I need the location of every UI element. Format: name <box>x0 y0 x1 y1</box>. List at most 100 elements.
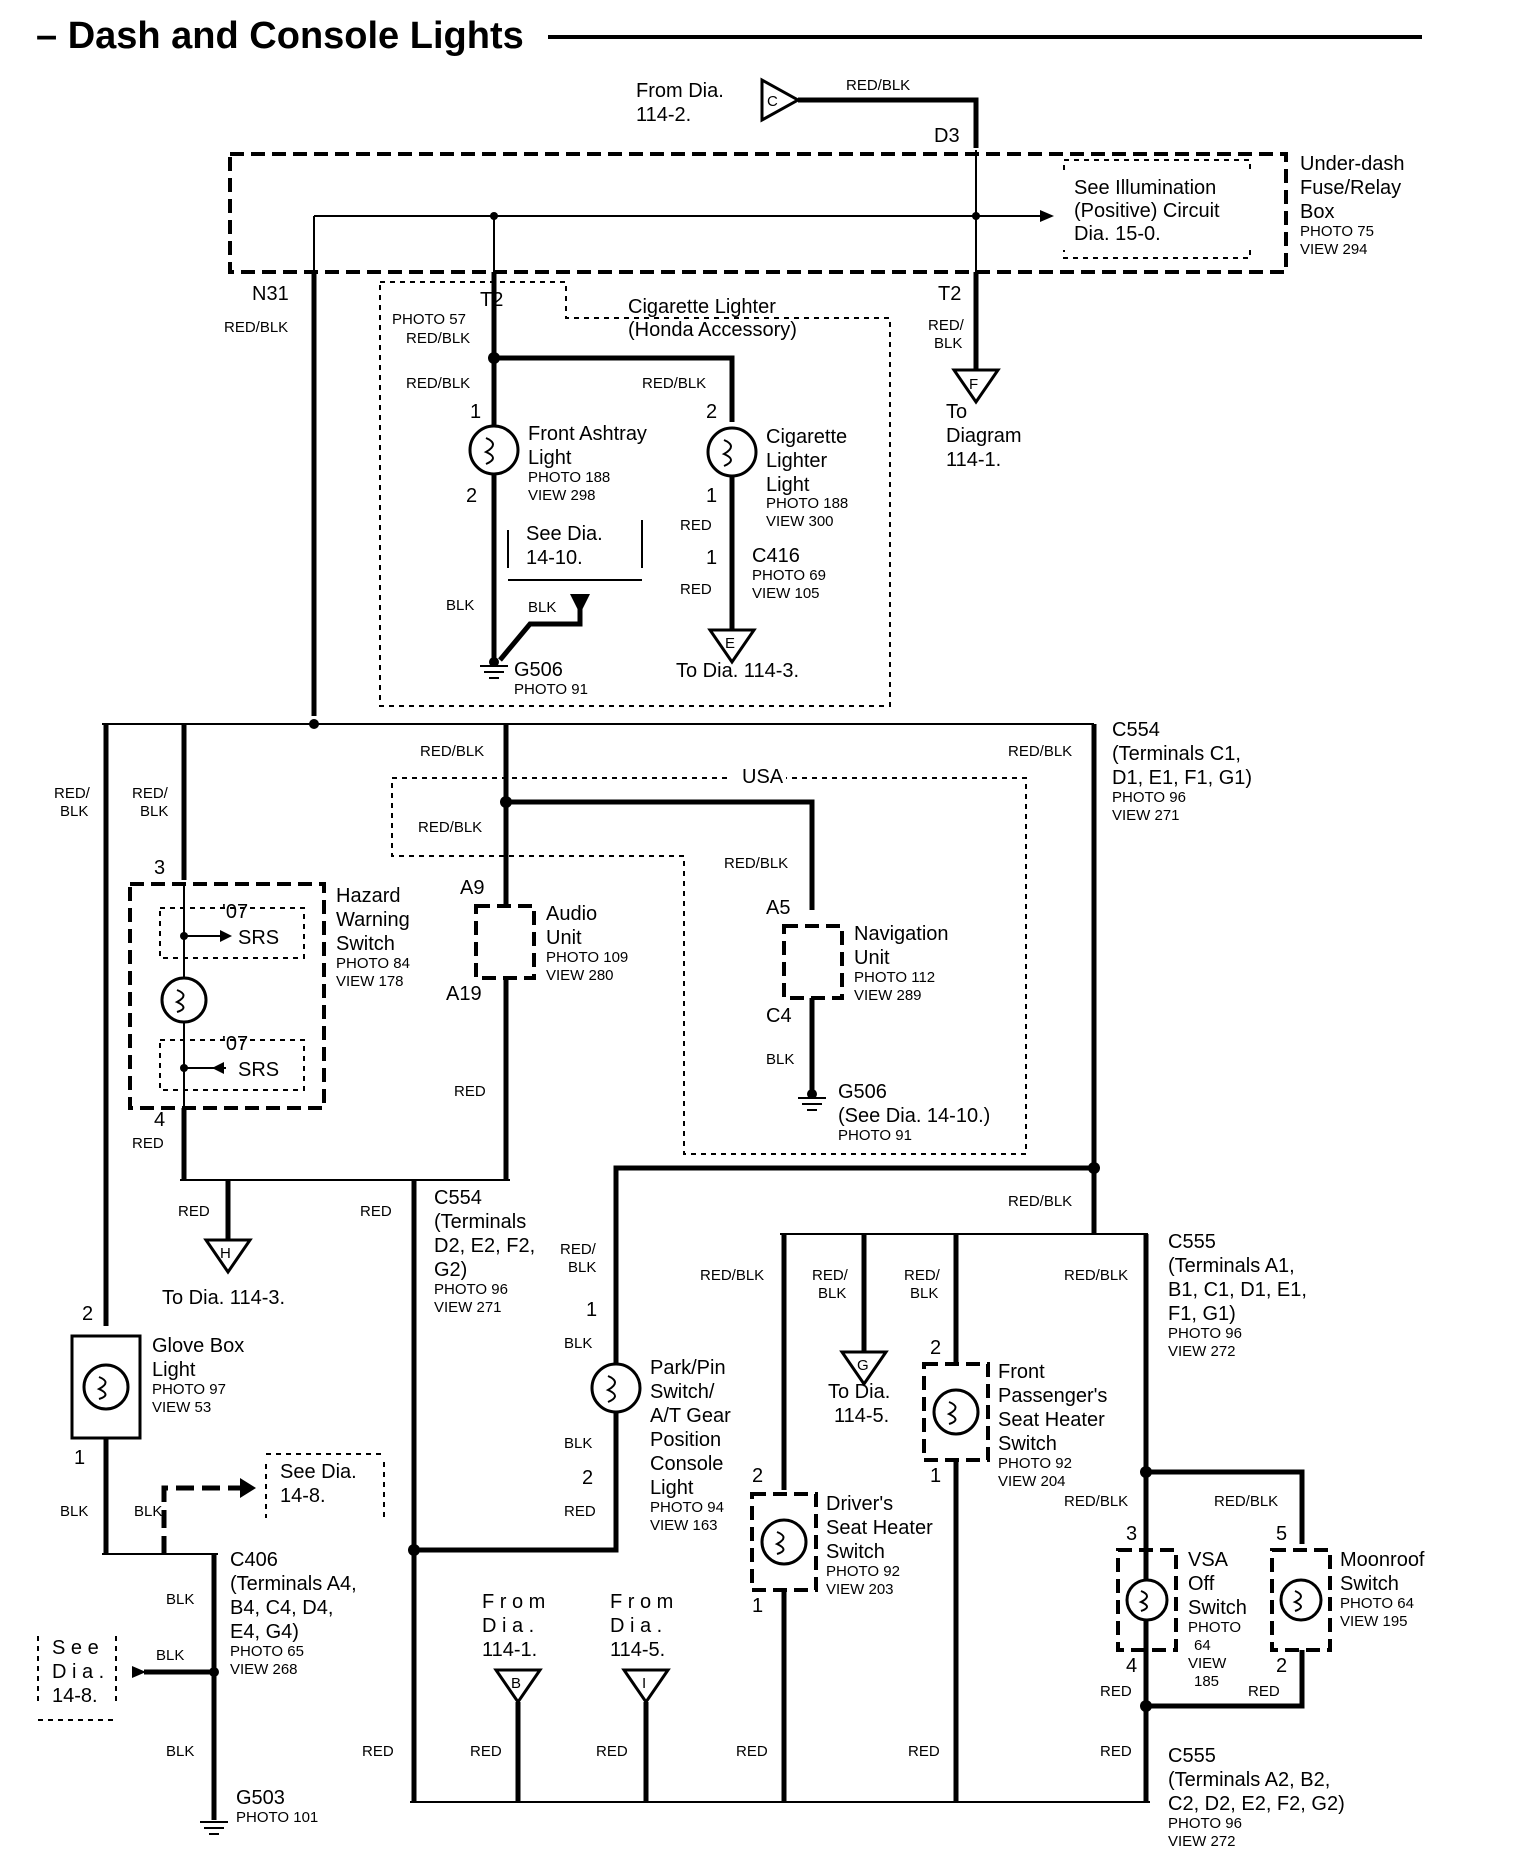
from-b-1: F r o m <box>482 1591 545 1613</box>
audio-photo: PHOTO 109 <box>546 949 628 966</box>
dr-label-2: Seat Heater <box>826 1517 933 1539</box>
wire-color-label: BLK <box>446 597 474 614</box>
c554-mid-3: D2, E2, F2, <box>434 1235 535 1257</box>
under-dash-fuse-box <box>228 152 1288 274</box>
wire-color-label: RED <box>1100 1683 1132 1700</box>
wire-color-label: BLK <box>564 1335 592 1352</box>
park-photo: PHOTO 94 <box>650 1499 724 1516</box>
wire-color-label: RED <box>736 1743 768 1760</box>
wire-color-label: RED/BLK <box>846 77 910 94</box>
moon-view: VIEW 195 <box>1340 1613 1408 1630</box>
pin-c4: C4 <box>766 1005 792 1027</box>
g503-photo: PHOTO 101 <box>236 1809 318 1826</box>
hazard-label-1: Hazard <box>336 885 400 907</box>
fuse-box-label-1: Under-dash <box>1300 153 1405 175</box>
glove-label-2: Light <box>152 1359 196 1381</box>
see-dia-148-box <box>265 1453 385 1520</box>
see-148b-1: S e e <box>52 1637 99 1659</box>
wire-color-label: RED/BLK <box>700 1267 764 1284</box>
see-148-2: 14-8. <box>280 1485 326 1507</box>
c554-mid-4: G2) <box>434 1259 467 1281</box>
filament <box>946 1401 957 1425</box>
vsa-photo-2: 64 <box>1194 1637 1211 1654</box>
wire-color-label: BLK <box>934 335 962 352</box>
junction <box>180 1064 188 1072</box>
filament <box>1138 1590 1148 1612</box>
park-label-6: Light <box>650 1477 694 1499</box>
wire-color-label: RED/ <box>560 1241 597 1258</box>
wire-color-label: RED/BLK <box>420 743 484 760</box>
wire-color-label: RED/BLK <box>406 375 470 392</box>
fuse-box-photo: PHOTO 75 <box>1300 223 1374 240</box>
to-dia-h: To Dia. 114-3. <box>162 1287 285 1309</box>
wire-color-label: RED <box>564 1503 596 1520</box>
moon-label-1: Moonroof <box>1340 1549 1425 1571</box>
nav-view: VIEW 289 <box>854 987 922 1004</box>
wire-color-label: BLK <box>766 1051 794 1068</box>
connector-b-flag <box>493 1668 543 1705</box>
navigation-unit-box <box>782 924 844 1000</box>
wire-color-label: RED <box>362 1743 394 1760</box>
from-i-2: D i a . <box>610 1615 662 1637</box>
front-ashtray-bulb-icon <box>468 424 520 476</box>
g503-label: G503 <box>236 1787 285 1809</box>
see-dia-1410-box <box>507 520 643 581</box>
wire-color-label: BLK <box>564 1435 592 1452</box>
connector-i-label: I <box>642 1675 646 1692</box>
junction <box>972 212 980 220</box>
fuse-box-label-3: Box <box>1300 201 1334 223</box>
c555-top-2: (Terminals A1, <box>1168 1255 1295 1277</box>
hazard-switch-box <box>128 882 326 1110</box>
junction <box>309 719 319 729</box>
filament <box>483 437 494 465</box>
c554-top-photo: PHOTO 96 <box>1112 789 1186 806</box>
park-label-3: A/T Gear <box>650 1405 731 1427</box>
wire-color-label: RED <box>178 1203 210 1220</box>
from-i-3: 114-5. <box>610 1639 665 1661</box>
fp-label-3: Seat Heater <box>998 1409 1105 1431</box>
connector-h-flag <box>203 1238 253 1275</box>
glove-label-1: Glove Box <box>152 1335 244 1357</box>
pin-3: 3 <box>1126 1523 1137 1545</box>
to-dia-g-1: To Dia. <box>828 1381 890 1403</box>
c406-view: VIEW 268 <box>230 1661 298 1678</box>
hazard-bulb-icon <box>160 976 208 1024</box>
moonroof-bulb-icon <box>1279 1578 1323 1622</box>
srs-box-lower <box>159 1039 305 1091</box>
wire-color-label: RED/BLK <box>224 319 288 336</box>
c416-photo: PHOTO 69 <box>752 567 826 584</box>
from-b-2: D i a . <box>482 1615 534 1637</box>
wire-color-label: BLK <box>134 1503 162 1520</box>
wire-to-lighter <box>494 355 735 422</box>
from-b-3: 114-1. <box>482 1639 537 1661</box>
junction <box>807 1089 817 1099</box>
hazard-photo: PHOTO 84 <box>336 955 410 972</box>
pin-2: 2 <box>82 1303 93 1325</box>
fuse-box-label-2: Fuse/Relay <box>1300 177 1401 199</box>
wire-color-label: RED <box>360 1203 392 1220</box>
cig-group-2: (Honda Accessory) <box>628 319 797 341</box>
wire-blk-see-148 <box>161 1485 246 1554</box>
see-148b-2: D i a . <box>52 1661 104 1683</box>
g506-photo: PHOTO 91 <box>514 681 588 698</box>
fp-label-4: Switch <box>998 1433 1057 1455</box>
fp-heater-bulb-icon <box>932 1388 980 1436</box>
wire-color-label: BLK <box>166 1591 194 1608</box>
nav-label-2: Unit <box>854 947 890 969</box>
pin-2: 2 <box>706 401 717 423</box>
wire-color-label: RED <box>680 517 712 534</box>
filament <box>774 1531 785 1555</box>
driver-heater-bulb-icon <box>760 1518 808 1566</box>
c416-view: VIEW 105 <box>752 585 820 602</box>
from-i-1: F r o m <box>610 1591 673 1613</box>
wire-color-label: RED/ <box>904 1267 941 1284</box>
c554-top-view: VIEW 271 <box>1112 807 1180 824</box>
pin-d3: D3 <box>934 125 960 147</box>
connector-f-label: F <box>969 376 978 393</box>
pin-4: 4 <box>154 1109 165 1131</box>
moonroof-switch-box <box>1270 1548 1332 1652</box>
moon-label-2: Switch <box>1340 1573 1399 1595</box>
srs-lower: SRS <box>238 1059 279 1081</box>
